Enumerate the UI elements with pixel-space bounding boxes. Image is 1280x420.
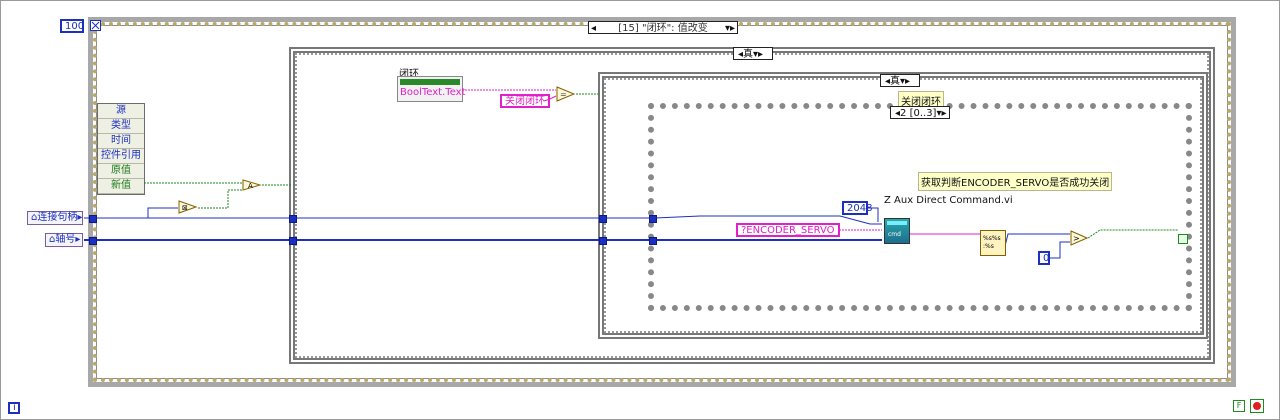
property-node-header: [400, 79, 460, 85]
tunnel-axis-inner: [599, 237, 607, 245]
handle-label: 连接句柄: [37, 212, 78, 223]
svg-text:cmd: cmd: [888, 231, 901, 238]
event-data-node[interactable]: 源 类型 时间 控件引用 原值 新值: [97, 103, 145, 195]
event-item-source: 源: [98, 104, 144, 119]
event-case-selector[interactable]: ◂ [15] "闭环": 值改变 ▾▸: [588, 21, 738, 34]
inner-case-label: 真: [890, 76, 901, 87]
axis-label: 轴号: [55, 234, 76, 245]
event-item-oldval: 原值: [98, 164, 144, 179]
scan-from-string-icon[interactable]: %s%s:%s: [980, 230, 1006, 256]
timeout-constant[interactable]: 100: [60, 19, 84, 33]
iteration-terminal[interactable]: i: [8, 402, 20, 414]
svg-text:A: A: [248, 182, 253, 190]
equal-compare-icon[interactable]: =: [556, 86, 576, 102]
event-item-newval: 新值: [98, 179, 144, 194]
stop-output-tunnel: [1178, 234, 1188, 244]
tunnel-handle-inner: [599, 215, 607, 223]
tunnel-axis-loop: [89, 237, 97, 245]
handle-terminal[interactable]: ⌂连接句柄▸: [27, 211, 83, 225]
false-constant[interactable]: F: [1233, 400, 1245, 412]
tunnel-axis-seq: [649, 237, 657, 245]
svg-text:⊠: ⊠: [182, 204, 188, 212]
greater-than-icon[interactable]: >: [1070, 230, 1088, 246]
z-aux-direct-command-subvi[interactable]: cmd: [884, 218, 910, 244]
home-icon: ⌂: [49, 234, 56, 245]
svg-text:%s%s: %s%s: [983, 235, 1001, 242]
selector-dropdown-icon[interactable]: ▾▸: [724, 23, 735, 34]
svg-text::%s: :%s: [983, 243, 994, 250]
sequence-selector[interactable]: ◂2 [0..3]▾▸: [890, 106, 950, 119]
dropdown-icon[interactable]: ▾▸: [753, 49, 764, 60]
build-array-icon[interactable]: A: [242, 179, 262, 191]
dropdown-icon[interactable]: ▾▸: [936, 108, 947, 119]
subvi-label: Z Aux Direct Command.vi: [884, 195, 1013, 206]
axis-terminal[interactable]: ⌂轴号▸: [45, 233, 83, 247]
buffer-size-constant[interactable]: 2048: [842, 201, 872, 215]
svg-text:>: >: [1073, 234, 1080, 243]
tunnel-handle-seq: [649, 215, 657, 223]
tunnel-handle-case: [289, 215, 297, 223]
event-item-time: 时间: [98, 134, 144, 149]
timeout-terminal-icon[interactable]: [90, 20, 101, 31]
tunnel-axis-case: [289, 237, 297, 245]
outer-case-label: 真: [743, 49, 754, 60]
home-icon: ⌂: [31, 212, 38, 223]
dropdown-icon[interactable]: ▾▸: [900, 76, 911, 87]
inner-case-selector[interactable]: ◂真▾▸: [880, 74, 920, 87]
svg-text:=: =: [560, 90, 567, 99]
comment-label: 获取判断ENCODER_SERVO是否成功关闭: [918, 172, 1113, 191]
event-item-type: 类型: [98, 119, 144, 134]
zero-constant[interactable]: 0: [1038, 251, 1050, 265]
stop-if-true-icon[interactable]: [1250, 399, 1264, 413]
event-case-label: [15] "闭环": 值改变: [618, 23, 708, 34]
selector-left-arrow-icon[interactable]: ◂: [591, 23, 597, 34]
property-node[interactable]: BoolText.Text: [397, 76, 466, 102]
encoder-servo-string[interactable]: ?ENCODER_SERVO: [736, 223, 840, 237]
not-a-refnum-icon[interactable]: ⊠: [178, 200, 198, 214]
close-loop-string[interactable]: 关闭闭环: [500, 94, 550, 108]
sequence-selector-label: 2 [0..3]: [900, 108, 937, 119]
outer-case-selector[interactable]: ◂真▾▸: [733, 47, 773, 60]
tunnel-handle-loop: [89, 215, 97, 223]
property-node-label: 闭环: [399, 69, 419, 80]
event-item-ctrlref: 控件引用: [98, 149, 144, 164]
property-name: BoolText.Text: [400, 87, 466, 98]
